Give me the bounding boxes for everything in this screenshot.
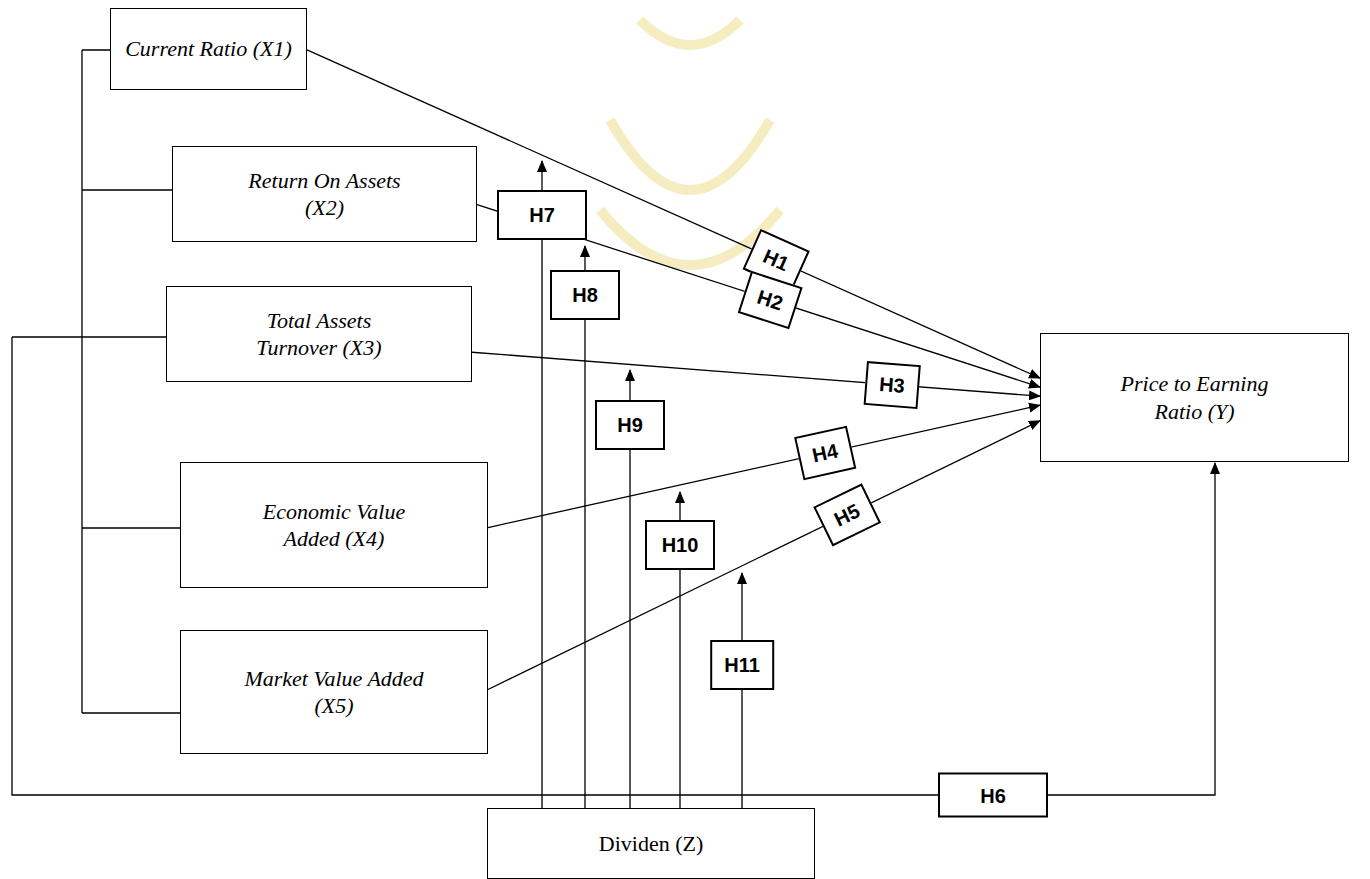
variable-name: Market Value Added (X5) [234, 665, 434, 720]
moderator-box: Dividen (Z) [487, 808, 815, 879]
variable-name: Dividen (Z) [599, 830, 703, 858]
variable-name: Price to Earning Ratio (Y) [1100, 370, 1290, 425]
hypothesis-label: H6 [938, 773, 1048, 818]
variable-name: Return On Assets (X2) [232, 167, 417, 222]
hypothesis-label: H10 [645, 520, 715, 570]
moderation-arrow [584, 246, 585, 270]
variable-box: Economic Value Added (X4) [180, 462, 488, 588]
moderation-stem [542, 240, 742, 808]
moderation-arrow [741, 573, 742, 640]
hypothesis-label: H5 [813, 483, 880, 546]
variable-box: Market Value Added (X5) [180, 630, 488, 754]
variable-name: Economic Value Added (X4) [252, 498, 417, 553]
hypothesis-label: H11 [710, 640, 774, 690]
hypothesis-label: H8 [550, 270, 620, 320]
variable-box: Return On Assets (X2) [172, 146, 477, 242]
joint-effect-line [12, 337, 1215, 795]
watermark-emblem [600, 20, 780, 265]
connector-arrow [472, 352, 1040, 396]
connector-arrow [488, 421, 1040, 690]
variable-name: Current Ratio (X1) [125, 35, 292, 63]
connector-arrow [488, 405, 1040, 527]
hypothesis-label: H3 [864, 361, 921, 409]
moderation-arrow [541, 161, 542, 190]
variable-box: Current Ratio (X1) [110, 8, 307, 90]
hypothesis-label: H9 [595, 400, 665, 450]
moderation-arrow [629, 370, 630, 400]
dependent-box: Price to Earning Ratio (Y) [1040, 333, 1349, 462]
group-bracket [12, 50, 180, 713]
hypothesis-label: H4 [794, 426, 856, 481]
moderation-arrow [679, 492, 680, 520]
variable-box: Total Assets Turnover (X3) [166, 286, 472, 382]
hypothesis-label: H7 [497, 190, 587, 240]
variable-name: Total Assets Turnover (X3) [244, 307, 394, 362]
